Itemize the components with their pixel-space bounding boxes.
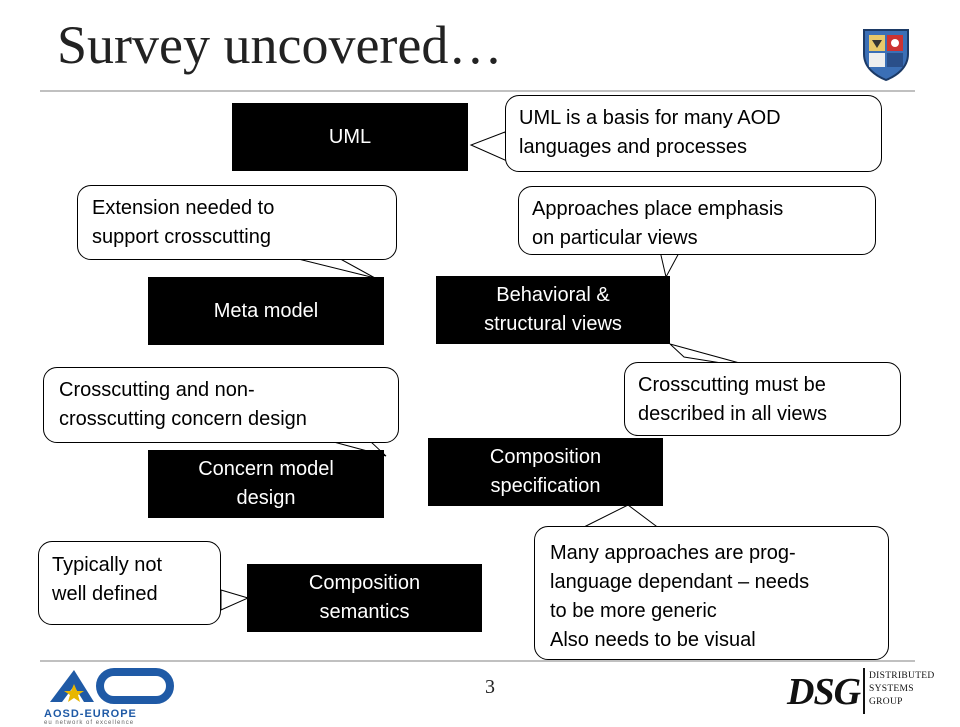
top-divider [40,90,915,92]
aosd-logo-mark-icon [50,668,174,704]
callout-many-approaches: Many approaches are prog- language depen… [534,526,889,660]
bottom-divider [40,660,915,662]
concern-model-design-box: Concern model design [148,450,384,518]
callout-approaches-emphasis: Approaches place emphasis on particular … [518,186,876,255]
uml-box: UML [232,103,468,171]
callout-crosscutting-all-views: Crosscutting must be described in all vi… [624,362,901,436]
aosd-europe-logo: AOSD-EUROPE eu network of excellence [44,664,174,726]
page-number: 3 [485,676,495,698]
composition-semantics-box: Composition semantics [247,564,482,632]
aosd-logo-tagline: eu network of excellence [44,720,135,726]
behavioral-structural-views-box: Behavioral & structural views [436,276,670,344]
composition-specification-box: Composition specification [428,438,663,506]
callout-extension-needed: Extension needed to support crosscutting [77,185,397,260]
callout-typically-not-defined: Typically not well defined [38,541,221,625]
callout-uml-basis: UML is a basis for many AOD languages an… [505,95,882,172]
university-crest-icon [863,29,909,82]
dsg-logo: DSG DISTRIBUTED SYSTEMS GROUP [787,668,934,718]
meta-model-box: Meta model [148,277,384,345]
dsg-caption-line-1: DISTRIBUTED [869,671,935,681]
slide-title: Survey uncovered… [57,15,503,75]
aosd-logo-text: AOSD-EUROPE [44,708,137,720]
dsg-caption-line-3: GROUP [869,697,903,707]
dsg-caption-line-2: SYSTEMS [869,684,914,694]
dsg-logo-mark: DSG [787,671,861,713]
callout-crosscutting-non: Crosscutting and non- crosscutting conce… [43,367,399,443]
dsg-logo-divider [863,668,865,714]
